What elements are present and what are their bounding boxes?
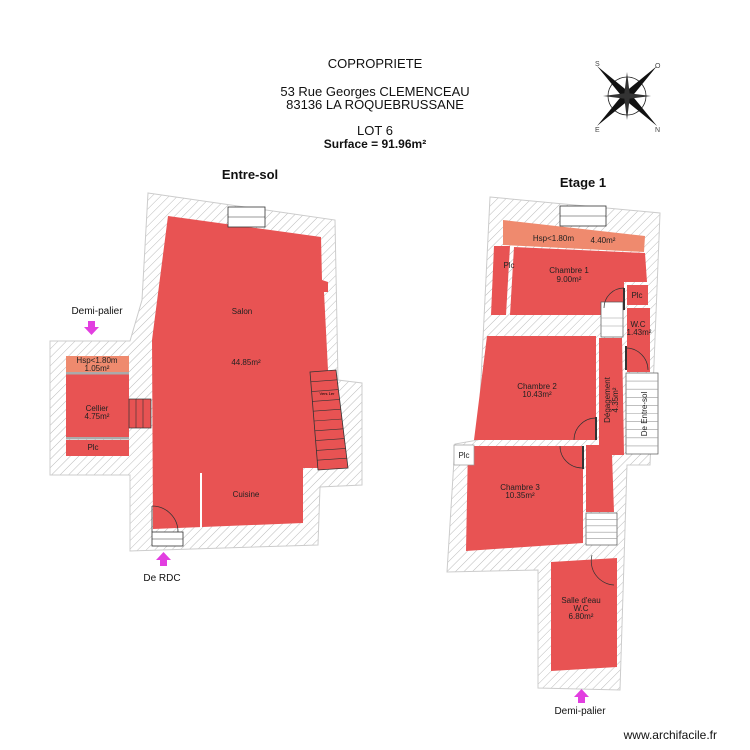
arrow-up-icon (156, 552, 171, 566)
stair-step (313, 408, 341, 412)
salle-eau-label: Salle d'eau (561, 596, 600, 605)
room-plc-outside[interactable] (453, 444, 475, 466)
stairs-cellier (128, 398, 152, 429)
demi-palier-label: Demi-palier (71, 306, 123, 317)
entry-door[interactable] (151, 505, 179, 533)
total-surface: Surface = 91.96m² (323, 137, 427, 151)
plc-left-label: Plc (503, 261, 514, 270)
watermark: www.archifacile.fr (623, 728, 717, 742)
svg-text:O: O (655, 63, 661, 70)
room-plc[interactable] (66, 440, 129, 456)
room-salon[interactable] (152, 216, 333, 529)
salon-label: Salon (232, 307, 252, 316)
stair-label: De Entre-sol (640, 392, 649, 437)
room-chambre1[interactable] (510, 247, 647, 315)
plc-outside-label: Plc (458, 451, 469, 460)
compass-rose-icon: S O E N (595, 61, 661, 134)
room-plc-left[interactable] (491, 246, 510, 315)
cellier-label: Cellier (86, 404, 109, 413)
svg-text:N: N (655, 127, 660, 134)
chambre1-label: Chambre 1 (549, 266, 589, 275)
svg-text:E: E (595, 127, 600, 134)
stair-step (313, 418, 343, 422)
room-chambre2[interactable] (474, 336, 596, 440)
room-degagement[interactable] (586, 338, 624, 512)
stair-step (314, 428, 344, 432)
hsp-area: 4.40m² (591, 236, 616, 245)
entresol-plan: Vers 1er Salon 44.85m² Cuisine Hsp<1.80m… (49, 192, 363, 566)
stair-step (317, 457, 347, 461)
cuisine-label: Cuisine (233, 490, 260, 499)
address-line2: 83136 LA ROQUEBRUSSANE (286, 97, 464, 112)
room-salle-eau[interactable] (551, 558, 617, 671)
room-chambre3[interactable] (466, 446, 583, 551)
stair-step (312, 399, 340, 402)
svg-text:S: S (595, 61, 600, 68)
demi-palier-bottom-label: Demi-palier (554, 706, 606, 717)
salle-eau-wc: W.C (573, 604, 588, 613)
chambre3-label: Chambre 3 (500, 483, 540, 492)
address-line1: 53 Rue Georges CLEMENCEAU (280, 84, 470, 99)
door[interactable] (559, 287, 649, 586)
arrow-down-icon (84, 321, 99, 335)
wc-area: 1.43m² (627, 328, 652, 337)
stair-step (315, 438, 345, 441)
stair-step (311, 389, 339, 392)
cellier-area: 4.75m² (85, 412, 110, 421)
stair-step (316, 448, 346, 451)
stairs-from-entresol (625, 372, 659, 455)
hsp-area: 1.05m² (85, 364, 110, 373)
plc-label: Plc (87, 443, 98, 452)
chambre2-area: 10.43m² (522, 390, 552, 399)
etage1-title: Etage 1 (559, 175, 607, 190)
stair-step (310, 379, 338, 383)
plan-title: COPROPRIETE (327, 56, 423, 71)
salle-eau-area: 6.80m² (569, 612, 594, 621)
stairs-to-etage: Vers 1er (309, 369, 349, 471)
entresol-title: Entre-sol (221, 167, 279, 182)
salon-area: 44.85m² (231, 358, 261, 367)
degagement-label: Dégagement (603, 376, 612, 423)
stairs-middle (585, 301, 624, 546)
hsp-label: Hsp<1.80m (76, 356, 117, 365)
arrow-up-icon (574, 689, 589, 703)
de-rdc-label: De RDC (143, 573, 181, 584)
degagement-area: 4.35m² (611, 387, 620, 412)
lot-number: LOT 6 (357, 123, 393, 138)
room-hsp[interactable] (503, 220, 645, 252)
room-hsp[interactable] (66, 356, 129, 372)
room-wc[interactable] (627, 308, 650, 372)
chambre1-area: 9.00m² (557, 275, 582, 284)
hsp-label: Hsp<1.80m (533, 234, 574, 243)
room-plc-right[interactable] (627, 285, 648, 305)
plc-right-label: Plc (631, 291, 642, 300)
wc-label: W.C (630, 320, 645, 329)
room-cellier[interactable] (66, 374, 129, 438)
stair-label: Vers 1er (320, 391, 336, 396)
etage1-plan: Hsp<1.80m 4.40m² Plc Chambre 1 9.00m² Pl… (446, 196, 661, 703)
chambre2-label: Chambre 2 (517, 382, 557, 391)
chambre3-area: 10.35m² (505, 491, 535, 500)
